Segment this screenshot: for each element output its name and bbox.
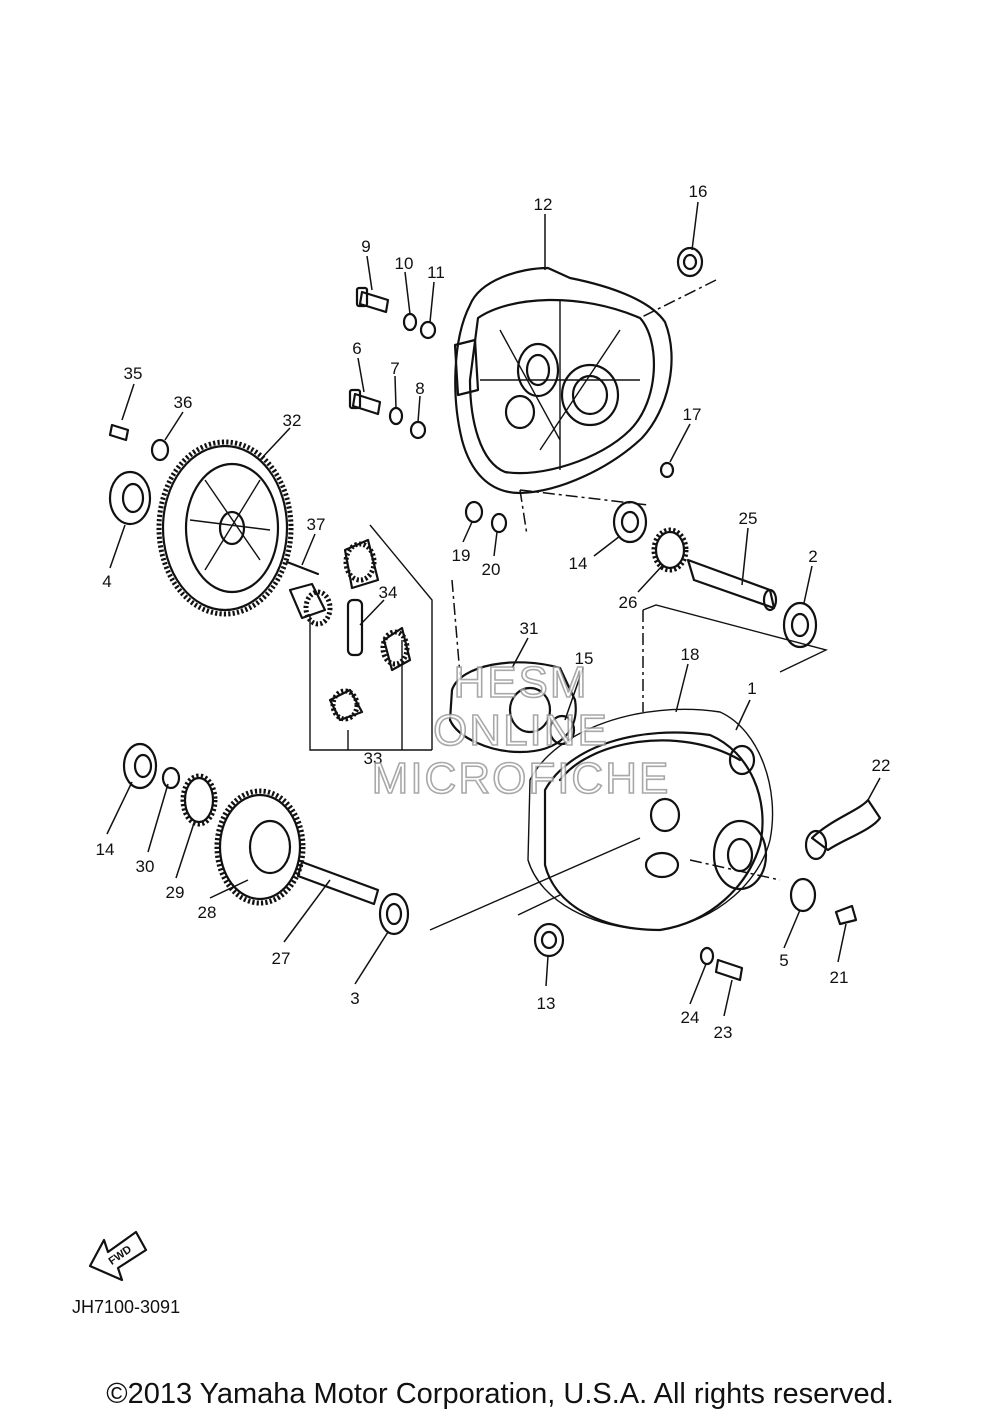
callout-22: 22 [872,756,891,775]
part-12-upper-case [453,266,673,495]
callout-16: 16 [689,182,708,201]
parts-5-21-22 [789,798,882,926]
callout-10: 10 [395,254,414,273]
bolts-6-11 [348,286,437,440]
drawing-code: JH7100-3091 [72,1297,181,1317]
callout-27: 27 [272,949,291,968]
callout-1: 1 [747,679,756,698]
callout-8: 8 [415,379,424,398]
callout-25: 25 [739,509,758,528]
callout-23: 23 [714,1023,733,1042]
callout-9: 9 [361,237,370,256]
part-2-bearing [782,601,818,649]
watermark: HESM ONLINE MICROFICHE [371,657,671,804]
parts-19-20 [464,500,508,534]
watermark-line-3: MICROFICHE [372,754,671,803]
callout-26: 26 [619,593,638,612]
callout-14-lower: 14 [96,840,115,859]
callout-7: 7 [390,359,399,378]
callout-11: 11 [427,263,445,282]
callout-13: 13 [537,994,556,1013]
copyright-notice: ©2013 Yamaha Motor Corporation, U.S.A. A… [106,1378,894,1410]
parts-35-36 [108,423,170,462]
parts-3-14-27-30-lower-shaft [122,742,410,936]
callout-4: 4 [102,572,111,591]
part-17-dowel [659,461,675,479]
part-16-seal [676,246,704,278]
parts-25-26-shaft-gear [651,527,778,612]
callout-21: 21 [830,968,849,987]
callout-18: 18 [681,645,700,664]
callout-labels: 1 2 3 4 5 6 7 8 9 10 11 12 13 14 14 15 1… [96,182,891,1042]
callout-28: 28 [198,903,217,922]
callout-24: 24 [681,1008,700,1027]
part-37-pin [285,560,320,576]
callout-33: 33 [364,749,383,768]
callout-19: 19 [452,546,471,565]
callout-5: 5 [779,951,788,970]
callout-36: 36 [174,393,193,412]
parts-33-34-differential [288,538,412,722]
leader-lines [106,201,881,1017]
callout-34: 34 [379,583,398,602]
parts-13-23-24 [533,922,744,982]
callout-35: 35 [124,364,143,383]
fwd-arrow: FWD [88,1230,148,1282]
callout-30: 30 [136,857,155,876]
watermark-line-2: ONLINE [433,706,609,755]
callout-29: 29 [166,883,185,902]
callout-32: 32 [283,411,302,430]
callout-20: 20 [482,560,501,579]
callout-37: 37 [307,515,326,534]
part-32-ring-gear [156,439,294,617]
callout-17: 17 [683,405,702,424]
part-14-bearing-upper [612,500,648,544]
parts-1-18-lower-case [527,708,774,932]
callout-2: 2 [808,547,817,566]
watermark-line-1: HESM [453,658,588,707]
callout-6: 6 [352,339,361,358]
callout-31: 31 [520,619,539,638]
callout-12: 12 [534,195,553,214]
callout-15: 15 [575,649,594,668]
fwd-label: FWD [107,1243,134,1267]
part-4-seal [108,470,152,526]
assembly-lines [309,279,829,931]
callout-3: 3 [350,989,359,1008]
callout-14-upper: 14 [569,554,588,573]
